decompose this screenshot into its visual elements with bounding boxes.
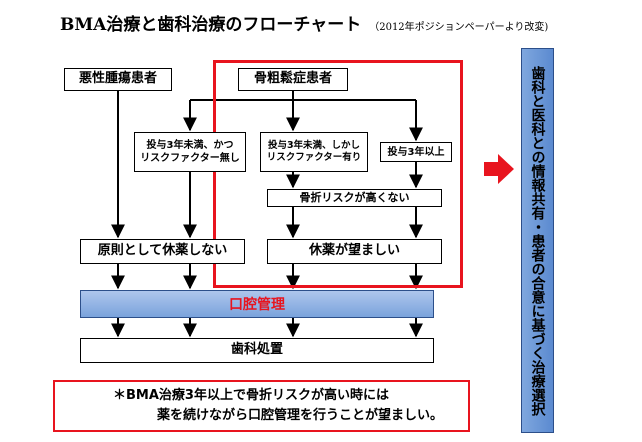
box-dental-treatment: 歯科処置 [80,338,434,363]
title-main: BMA治療と歯科治療のフローチャート [60,15,362,35]
box-fracture-risk-label: 骨折リスクが高くない [299,190,410,204]
box-under3-no-riskfactor-label: 投与3年未満、かつ リスクファクター無し [140,140,240,164]
box-fracture-risk-not-high: 骨折リスクが高くない [267,189,442,207]
chart-title: BMA治療と歯科治療のフローチャート （2012年ポジションペーパーより改変) [60,10,580,36]
footnote-box: ＊BMA治療3年以上で骨折リスクが高い時には 薬を続けながら口腔管理を行うことが… [53,380,470,432]
box-under3-no-riskfactor: 投与3年未満、かつ リスクファクター無し [134,132,246,172]
sidebar-shared-decision: 歯科と医科との情報共有・患者の合意に基づく治療選択 [521,48,554,433]
box-dental-treatment-label: 歯科処置 [230,342,283,358]
footnote-line2: 薬を続けながら口腔管理を行うことが望ましい。 [157,408,444,423]
title-source-note: （2012年ポジションペーパーより改変) [369,22,549,33]
sidebar-text: 歯科と医科との情報共有・患者の合意に基づく治療選択 [529,65,546,416]
box-osteoporosis-label: 骨粗鬆症患者 [253,71,332,87]
osteoporosis-highlight-frame [213,60,463,288]
box-malignant-tumor-patient: 悪性腫瘍患者 [64,68,172,91]
box-drug-holiday-desirable: 休薬が望ましい [267,239,442,264]
band-oral-care: 口腔管理 [80,290,434,318]
box-no-drug-holiday-label: 原則として休薬しない [97,243,228,259]
band-oral-care-label: 口腔管理 [229,297,285,313]
box-under3-with-riskfactor-label: 投与3年未満、しかし リスクファクター有り [266,139,362,163]
red-right-arrow-icon [484,154,514,184]
box-malignant-label: 悪性腫瘍患者 [78,71,157,87]
box-drug-holiday-label: 休薬が望ましい [308,243,400,259]
box-osteoporosis-patient: 骨粗鬆症患者 [238,68,348,91]
footnote-line1: ＊BMA治療3年以上で骨折リスクが高い時には [113,388,389,403]
box-over3-years: 投与3年以上 [380,142,452,162]
box-under3-with-riskfactor: 投与3年未満、しかし リスクファクター有り [260,132,368,172]
box-no-drug-holiday: 原則として休薬しない [80,239,245,264]
box-over3-years-label: 投与3年以上 [387,146,445,158]
